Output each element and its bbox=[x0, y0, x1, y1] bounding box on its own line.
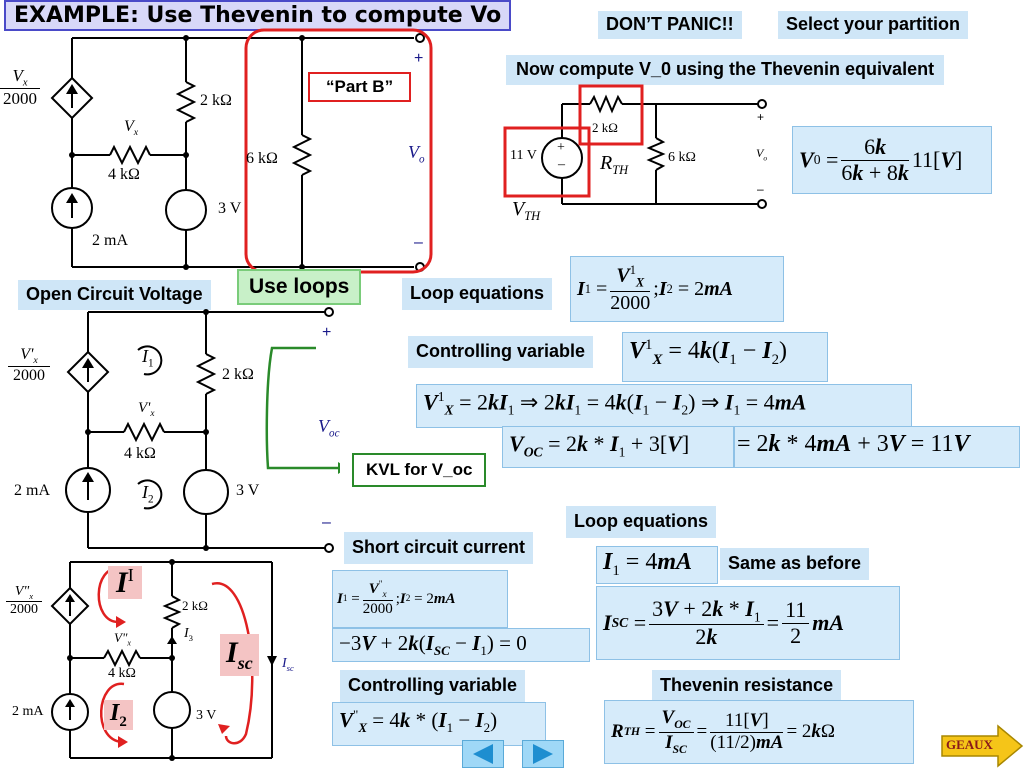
bot-src-2ma-label: 2 mA bbox=[12, 704, 44, 719]
mid-voc-plus: + bbox=[322, 324, 332, 341]
bot-i2-box: I2 bbox=[104, 700, 133, 731]
bot-isc-box: Isc bbox=[220, 634, 259, 676]
eq-ctrl2: V"X = 4k * (I1 − I2) bbox=[332, 702, 546, 746]
next-arrow-icon bbox=[533, 744, 553, 764]
controlling-variable-label-1: Controlling variable bbox=[408, 336, 594, 368]
mid-res-2k-label: 2 kΩ bbox=[222, 366, 254, 383]
eq-i1-4ma: I1 = 4mA bbox=[596, 546, 718, 584]
th-res-2k-label: 2 kΩ bbox=[592, 120, 618, 135]
bot-dep-source-label: V"x 2000 bbox=[6, 584, 42, 618]
short-circuit-label: Short circuit current bbox=[344, 532, 534, 564]
eq-chain: V1X = 2kI1 ⇒ 2kI1 = 4k(I1 − I2) ⇒ I1 = 4… bbox=[416, 384, 912, 428]
bottom-circuit bbox=[50, 559, 277, 761]
bot-res-4k-label: 4 kΩ bbox=[108, 666, 136, 681]
thevenin-resistance-label: Thevenin resistance bbox=[652, 670, 842, 702]
next-slide-button[interactable] bbox=[522, 740, 564, 768]
bot-isc-label: Isc bbox=[282, 656, 294, 673]
mid-res-4k-label: 4 kΩ bbox=[124, 445, 156, 462]
geaux-arrow-icon bbox=[941, 724, 1024, 768]
vo-minus: – bbox=[414, 234, 423, 251]
th-src-plus: + bbox=[557, 140, 565, 155]
controlling-variable-label-2: Controlling variable bbox=[340, 670, 526, 702]
mid-i1-label: I1 bbox=[142, 346, 154, 370]
vo-plus: + bbox=[414, 50, 424, 67]
mid-voc-label: Voc bbox=[318, 416, 340, 440]
part-b-label: “Part B” bbox=[308, 72, 412, 102]
src-2ma-label: 2 mA bbox=[92, 232, 128, 249]
thevenin-circuit bbox=[503, 84, 767, 209]
mid-src-3v-label: 3 V bbox=[236, 482, 260, 499]
vx-label: Vx bbox=[124, 118, 139, 139]
bot-src-3v-label: 3 V bbox=[196, 708, 217, 723]
vth-label: VTH bbox=[512, 198, 541, 223]
eq-voc-a: VOC = 2k * I1 + 3[V] bbox=[502, 426, 734, 468]
loop-equations-label-1: Loop equations bbox=[402, 278, 552, 310]
res-6k-label: 6 kΩ bbox=[246, 150, 278, 167]
eq-ctrl1: V1X = 4k(I1 − I2) bbox=[622, 332, 828, 382]
res-4k-label: 4 kΩ bbox=[108, 166, 140, 183]
slide-title: EXAMPLE: Use Thevenin to compute Vo bbox=[4, 0, 512, 31]
kvl-voc-label: KVL for V_oc bbox=[352, 453, 487, 487]
th-vo-plus: + bbox=[757, 110, 765, 124]
mid-voc-minus: – bbox=[322, 514, 331, 531]
dep-source-label: Vx 2000 bbox=[0, 66, 40, 109]
bot-res-2k-label: 2 kΩ bbox=[182, 598, 208, 613]
res-2k-label: 2 kΩ bbox=[200, 92, 232, 109]
mid-vx-label: V'x bbox=[138, 400, 155, 419]
open-circuit-label: Open Circuit Voltage bbox=[18, 280, 211, 310]
mid-i2-label: I2 bbox=[142, 482, 154, 506]
select-partition-button[interactable]: Select your partition bbox=[778, 11, 969, 39]
th-vo-label: Vo bbox=[756, 146, 768, 163]
geaux-label: GEAUX bbox=[946, 737, 993, 752]
prev-slide-button[interactable] bbox=[462, 740, 504, 768]
th-src-minus: – bbox=[558, 157, 565, 172]
prev-arrow-icon bbox=[473, 744, 493, 764]
bot-i3-label: I3 bbox=[184, 626, 194, 643]
th-vo-minus: – bbox=[757, 182, 764, 196]
mid-dep-source-label: V'x 2000 bbox=[8, 346, 50, 385]
top-circuit bbox=[50, 28, 433, 274]
src-3v-label: 3 V bbox=[218, 200, 242, 217]
mid-src-2ma-label: 2 mA bbox=[14, 482, 50, 499]
geaux-button[interactable]: GEAUX bbox=[940, 724, 1024, 768]
th-res-6k-label: 6 kΩ bbox=[668, 150, 696, 165]
eq-voc-b: = 2k * 4mA + 3V = 11V bbox=[734, 426, 1020, 468]
use-loops-button[interactable]: Use loops bbox=[237, 269, 362, 305]
middle-circuit bbox=[65, 307, 340, 553]
th-src-label: 11 V bbox=[510, 148, 537, 163]
eq-kvl-sc: −3V + 2k(ISC − I1) = 0 bbox=[332, 628, 590, 662]
same-as-before-label: Same as before bbox=[720, 548, 870, 580]
rth-label: RTH bbox=[600, 152, 629, 177]
bot-i1-box: II bbox=[108, 566, 142, 599]
vo-label: Vo bbox=[408, 142, 425, 166]
bot-vx-label: V"x bbox=[114, 630, 131, 648]
now-compute-label: Now compute V_0 using the Thevenin equiv… bbox=[506, 55, 945, 85]
loop-equations-label-2: Loop equations bbox=[566, 506, 716, 538]
dont-panic-button[interactable]: DON’T PANIC!! bbox=[598, 11, 742, 39]
